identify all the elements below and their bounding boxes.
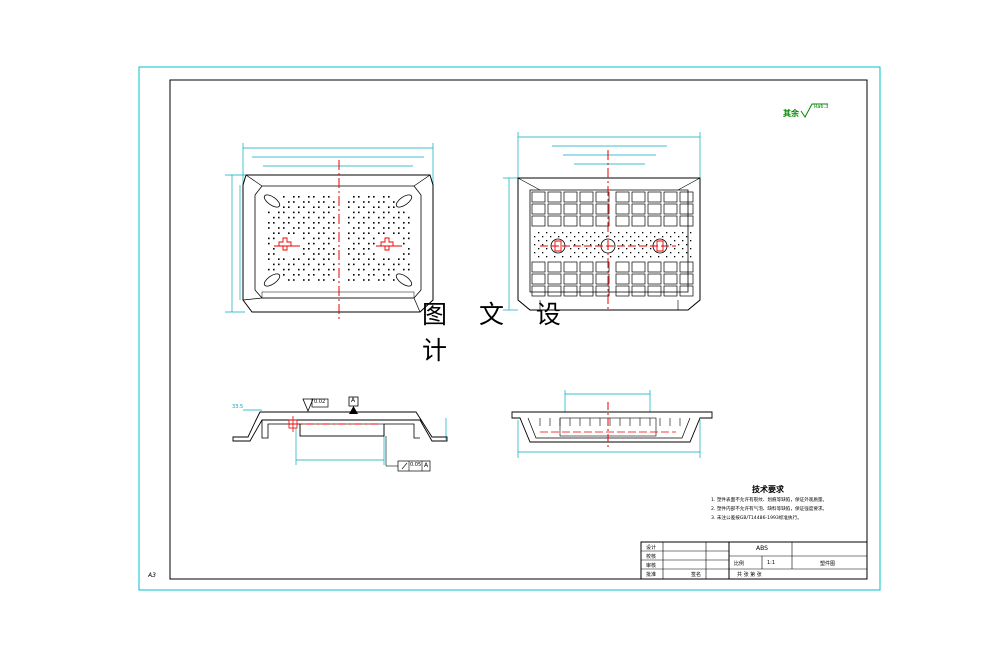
inner-frame <box>169 79 868 580</box>
title-row-review: 审核 <box>646 563 657 569</box>
datum-label: A <box>351 397 356 404</box>
title-sign-label: 签名 <box>691 572 702 578</box>
tech-req-item-2: 2. 塑件内部不允许有气泡、缺料等缺陷，保证强度要求。 <box>711 507 828 512</box>
title-block <box>640 541 868 580</box>
top-view-right <box>503 132 701 312</box>
gdt-tolerance: 0.05 <box>410 462 422 468</box>
tech-req-item-1: 1. 塑件表面不允许有裂纹、划痕等缺陷，保证外观质量。 <box>711 498 828 503</box>
outer-frame <box>138 66 881 591</box>
scale-label: 比例 <box>734 561 745 567</box>
watermark: 图 文 设 计 <box>410 300 582 365</box>
roughness-symbol-icon <box>800 103 828 118</box>
gdt-datum: A <box>424 462 429 469</box>
part-name: 塑件图 <box>820 561 836 567</box>
watermark-text: 图 文 设 计 <box>422 300 573 365</box>
title-row-check: 校核 <box>646 554 657 560</box>
side-section-right <box>511 390 713 458</box>
top-view-left <box>225 143 434 322</box>
roughness-prefix: 其余 <box>783 109 799 118</box>
tech-req-item-3: 3. 未注公差按GB/T14486-1993标准执行。 <box>711 516 802 521</box>
sheet-count: 共 张 第 张 <box>737 572 762 578</box>
material-value: ABS <box>756 545 768 552</box>
sheet-size-label: A3 <box>148 572 156 579</box>
scale-value: 1:1 <box>767 560 776 566</box>
title-row-approve: 批准 <box>646 572 657 578</box>
flatness-value: 0.02 <box>314 399 326 405</box>
side-depth-dim: 33.5 <box>232 404 244 410</box>
tech-req-title: 技术要求 <box>752 485 784 494</box>
side-section-left <box>232 396 448 472</box>
roughness-value: Ra6.3 <box>814 104 829 110</box>
title-row-design: 设计 <box>646 545 657 551</box>
